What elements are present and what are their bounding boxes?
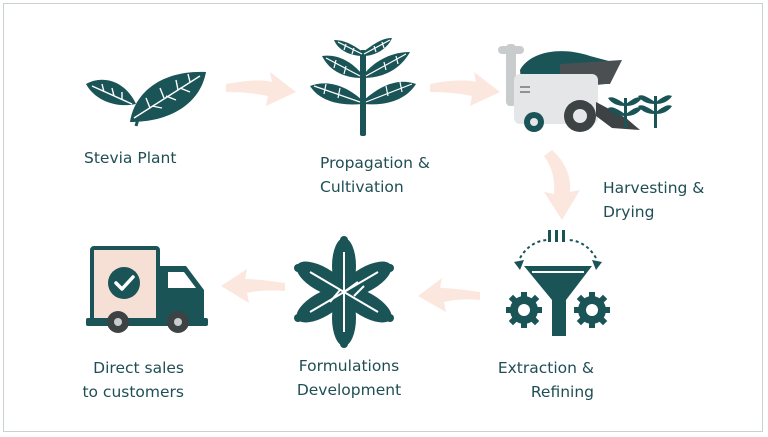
step-label-line: Propagation &	[320, 154, 430, 172]
step-label-line: Drying	[603, 203, 655, 221]
step-label-line: Cultivation	[320, 178, 404, 196]
flow-arrow-2	[430, 72, 500, 106]
step-label-line: Formulations	[298, 357, 400, 375]
step-label-stevia: Stevia Plant	[84, 146, 176, 170]
delivery-truck-icon	[86, 246, 208, 333]
step-label-harvesting: Harvesting & Drying	[603, 176, 704, 224]
step-label-line: Extraction &	[497, 359, 594, 377]
molecule-flower-icon	[294, 236, 394, 348]
flow-arrow-3	[544, 150, 580, 220]
step-label-sales: Direct sales to customers	[76, 356, 184, 404]
seedling-tree-icon	[310, 38, 416, 136]
step-label-line: Direct sales	[93, 359, 184, 377]
flow-arrow-1	[226, 72, 296, 106]
step-label-formulations: Formulations Development	[293, 354, 405, 402]
step-label-line: to customers	[82, 383, 184, 401]
step-label-extraction: Extraction & Refining	[496, 356, 594, 404]
step-label-line: Refining	[530, 383, 594, 401]
harvester-icon	[498, 44, 672, 132]
funnel-gears-icon	[506, 230, 610, 336]
step-label-propagation: Propagation & Cultivation	[320, 151, 430, 199]
stevia-leaves-icon	[86, 71, 206, 127]
flow-arrow-5	[221, 269, 285, 303]
flow-arrow-4	[418, 278, 480, 312]
step-label-line: Development	[296, 381, 402, 399]
step-label-line: Harvesting &	[603, 179, 705, 197]
step-label-line: Stevia Plant	[84, 149, 177, 167]
